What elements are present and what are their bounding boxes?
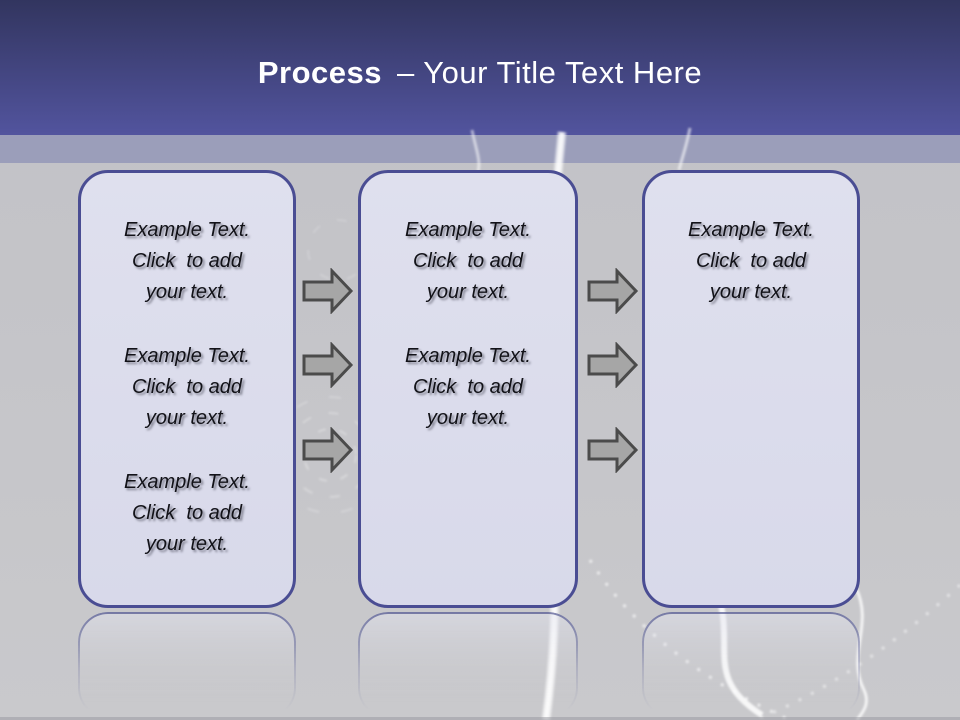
right-arrow-icon (587, 342, 639, 388)
process-box-1: Example Text. Click to add your text. Ex… (78, 170, 296, 608)
text-line: your text. (145, 281, 229, 303)
text-line: Click to add (131, 376, 243, 398)
header-accent-band (0, 135, 960, 163)
process-box-3: Example Text. Click to add your text. (642, 170, 860, 608)
text-line: your text. (145, 533, 229, 555)
text-line: Example Text. (124, 345, 250, 367)
box-reflection (358, 612, 578, 718)
right-arrow-icon (302, 427, 354, 473)
box-reflection (642, 612, 860, 718)
text-line: Click to add (131, 250, 243, 272)
text-line: Example Text. (405, 345, 531, 367)
right-arrow-icon (587, 427, 639, 473)
text-block: Example Text. Click to add your text. (645, 215, 857, 308)
text-block: Example Text. Click to add your text. (81, 467, 293, 560)
text-line: Click to add (695, 250, 807, 272)
text-block: Example Text. Click to add your text. (81, 215, 293, 308)
text-line: Example Text. (124, 471, 250, 493)
title-subtitle: – Your Title Text Here (397, 54, 703, 90)
slide-header: Process – Your Title Text Here (0, 0, 960, 135)
text-block: Example Text. Click to add your text. (361, 341, 575, 434)
text-line: Click to add (412, 376, 524, 398)
box-reflection (78, 612, 296, 718)
text-line: your text. (709, 281, 793, 303)
text-line: your text. (426, 281, 510, 303)
text-line: your text. (426, 407, 510, 429)
right-arrow-icon (587, 268, 639, 314)
text-line: Example Text. (405, 219, 531, 241)
text-line: Example Text. (688, 219, 814, 241)
text-line: Click to add (131, 502, 243, 524)
text-block: Example Text. Click to add your text. (81, 341, 293, 434)
text-line: your text. (145, 407, 229, 429)
slide-bottom-edge (0, 717, 960, 720)
text-block: Example Text. Click to add your text. (361, 215, 575, 308)
right-arrow-icon (302, 342, 354, 388)
text-line: Click to add (412, 250, 524, 272)
text-line: Example Text. (124, 219, 250, 241)
title-keyword: Process (257, 54, 383, 90)
right-arrow-icon (302, 268, 354, 314)
slide-title: Process – Your Title Text Here (258, 45, 702, 91)
process-box-2: Example Text. Click to add your text. Ex… (358, 170, 578, 608)
